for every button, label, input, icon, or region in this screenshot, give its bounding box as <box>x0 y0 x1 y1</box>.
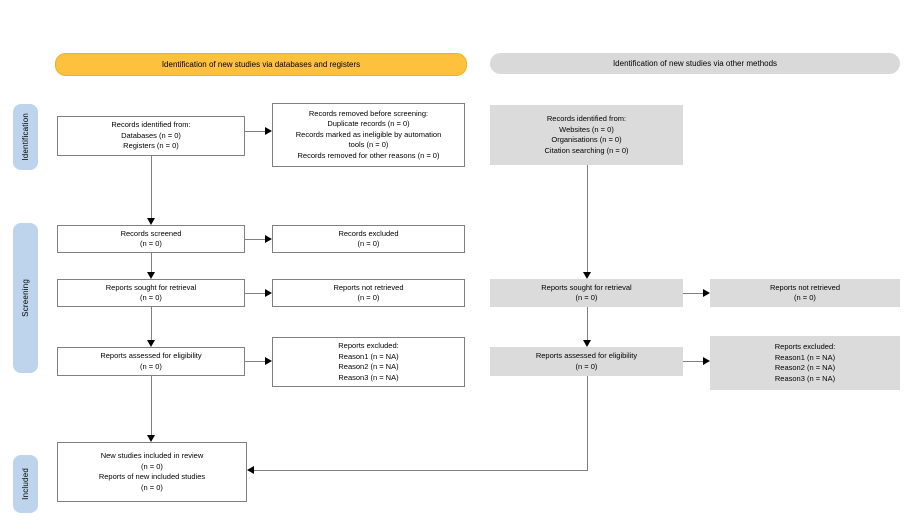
box-records-screened: Records screened (n = 0) <box>57 225 245 253</box>
box-new-studies-included: New studies included in review (n = 0) R… <box>57 442 247 502</box>
box-reports-assessed-other: Reports assessed for eligibility (n = 0) <box>490 347 683 376</box>
arrow-other-to-included-vertical-line <box>587 376 588 471</box>
arrow-assessed-to-excluded-head-icon <box>265 357 272 365</box>
arrow-sought-other-to-not-retrieved-head-icon <box>703 289 710 297</box>
arrow-sought-to-assessed-head-icon <box>147 340 155 347</box>
arrow-identified-other-to-sought-line <box>587 165 588 272</box>
stage-included: Included <box>13 455 38 513</box>
arrow-sought-other-to-assessed-head-icon <box>583 340 591 347</box>
header-databases-registers: Identification of new studies via databa… <box>55 53 467 76</box>
arrow-screened-to-sought-head-icon <box>147 272 155 279</box>
arrow-screened-to-sought-line <box>151 253 152 272</box>
arrow-screened-to-excluded-line <box>245 239 265 240</box>
stage-identification-label: Identification <box>21 113 30 161</box>
box-reports-excluded: Reports excluded: Reason1 (n = NA) Reaso… <box>272 337 465 387</box>
stage-included-label: Included <box>21 468 30 500</box>
arrow-assessed-other-to-excluded-head-icon <box>703 357 710 365</box>
stage-identification: Identification <box>13 104 38 170</box>
arrow-assessed-to-included-head-icon <box>147 435 155 442</box>
stage-screening-label: Screening <box>21 279 30 317</box>
arrow-identified-to-removed-line <box>245 131 265 132</box>
box-reports-sought: Reports sought for retrieval (n = 0) <box>57 279 245 307</box>
arrow-sought-other-to-assessed-line <box>587 307 588 340</box>
arrow-other-to-included-head-icon <box>247 466 254 474</box>
arrow-assessed-other-to-excluded-line <box>683 361 703 362</box>
box-reports-sought-other: Reports sought for retrieval (n = 0) <box>490 279 683 307</box>
arrow-identified-to-screened-head-icon <box>147 218 155 225</box>
arrow-assessed-to-included-line <box>151 376 152 435</box>
box-reports-excluded-other: Reports excluded: Reason1 (n = NA) Reaso… <box>710 336 900 390</box>
box-records-excluded: Records excluded (n = 0) <box>272 225 465 253</box>
stage-screening: Screening <box>13 223 38 373</box>
box-reports-assessed: Reports assessed for eligibility (n = 0) <box>57 347 245 376</box>
arrow-sought-to-assessed-line <box>151 307 152 340</box>
box-records-identified-other: Records identified from: Websites (n = 0… <box>490 105 683 165</box>
arrow-identified-other-to-sought-head-icon <box>583 272 591 279</box>
arrow-other-to-included-horizontal-line <box>254 470 588 471</box>
box-records-identified: Records identified from: Databases (n = … <box>57 116 245 156</box>
box-reports-not-retrieved: Reports not retrieved (n = 0) <box>272 279 465 307</box>
arrow-assessed-to-excluded-line <box>245 361 265 362</box>
arrow-sought-to-not-retrieved-line <box>245 293 265 294</box>
box-records-removed: Records removed before screening: Duplic… <box>272 103 465 167</box>
header-other-methods: Identification of new studies via other … <box>490 53 900 74</box>
box-reports-not-retrieved-other: Reports not retrieved (n = 0) <box>710 279 900 307</box>
arrow-sought-to-not-retrieved-head-icon <box>265 289 272 297</box>
arrow-identified-to-removed-head-icon <box>265 127 272 135</box>
arrow-identified-to-screened-line <box>151 156 152 218</box>
arrow-screened-to-excluded-head-icon <box>265 235 272 243</box>
arrow-sought-other-to-not-retrieved-line <box>683 293 703 294</box>
